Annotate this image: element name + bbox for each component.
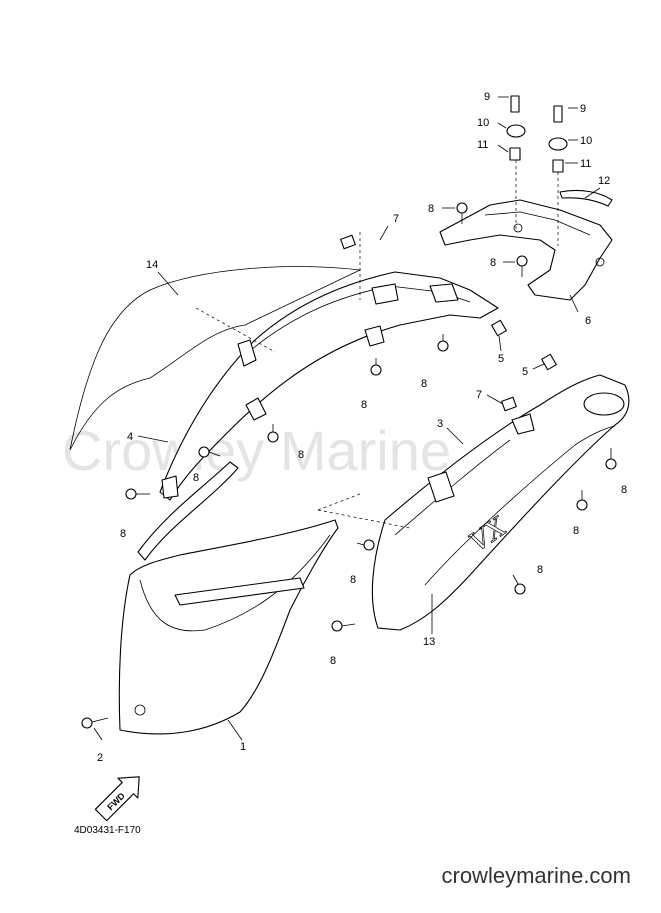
assembly-line [317,493,361,511]
callout-8: 8 [330,655,336,667]
front-cover-flange [137,461,239,561]
rear-bracket-hole [595,257,605,267]
diagram-code: 4D03431-F170 [74,825,141,836]
callout-8: 8 [621,484,627,496]
leader-line [569,294,579,313]
callout-10: 10 [580,135,592,147]
callout-8: 8 [573,525,579,537]
callout-10: 10 [477,117,489,129]
callout-8: 8 [361,399,367,411]
rear-bracket-hole [513,223,523,233]
callout-11: 11 [477,139,488,151]
upper-frame-tab [429,283,459,303]
callout-7: 7 [476,389,482,401]
side-cover-tab [427,471,455,503]
callout-7: 7 [393,213,399,225]
callout-8: 8 [428,203,434,215]
rear-bracket-part [439,199,613,301]
callout-1: 1 [240,741,246,753]
side-cover-graphic [424,425,616,586]
assembly-line [317,509,411,529]
side-cover-tab [511,413,535,435]
callout-8: 8 [490,257,496,269]
strip-part [559,189,613,207]
fwd-arrow-icon: FWD [94,776,140,822]
callout-9: 9 [484,91,490,103]
screw [456,202,468,224]
callout-8: 8 [120,528,126,540]
leader-line [486,394,504,405]
side-cover-bottle-hole [583,392,625,416]
screw [605,448,617,470]
grommet [548,137,568,151]
screw [125,488,150,500]
callout-8: 8 [193,472,199,484]
screw [267,424,279,443]
callout-8: 8 [350,574,356,586]
decal-outline [69,266,362,451]
front-cover-lip [174,577,305,606]
site-url[interactable]: crowleymarine.com [441,863,632,888]
screw [512,574,526,595]
screw [331,620,356,632]
callout-8: 8 [421,378,427,390]
side-cover-part [371,374,630,631]
screw [81,717,109,729]
sleeve [552,159,564,173]
callout-2: 2 [97,752,103,764]
leader-line [532,363,545,370]
leader-line [379,225,389,241]
callout-3: 3 [437,418,443,430]
callout-4: 4 [127,431,133,443]
screw [437,334,449,352]
screw [356,539,375,551]
upper-frame-tab [237,339,257,367]
collar [541,353,557,371]
callout-12: 12 [598,175,610,187]
upper-frame-tab [364,325,385,347]
front-cover-rim [139,534,331,632]
leader-line [446,427,464,445]
upper-frame-part [159,271,499,501]
upper-frame-tab [371,283,399,305]
rear-bracket-inner [484,211,591,236]
upper-frame-tab [161,475,179,499]
screw [516,255,528,277]
callout-13: 13 [423,636,435,648]
callout-11: 11 [580,158,591,170]
screw [370,358,382,376]
leader-line [137,435,169,443]
watermark-text: Crowley Marine [62,419,451,482]
front-cover-part [118,519,339,735]
sleeve [509,147,521,161]
collar [491,319,507,337]
callout-6: 6 [585,315,591,327]
clip-nut [501,396,517,412]
leader-line [227,719,243,741]
leader-line [157,271,179,296]
leader-line [497,122,507,129]
upper-frame-tab [245,397,267,421]
leader-line [498,335,502,352]
bolt [510,95,520,113]
screw [198,446,221,458]
clip-nut [340,234,356,250]
callout-9: 9 [580,103,586,115]
leader-line [93,727,103,741]
callout-8: 8 [298,449,304,461]
bolt [553,105,563,123]
screw [576,490,588,511]
callout-5: 5 [522,366,528,378]
callout-8: 8 [537,564,543,576]
callout-5: 5 [498,353,504,365]
front-cover-hole [134,704,146,716]
leader-line [584,187,601,199]
grommet [506,124,526,138]
callout-14: 14 [146,259,158,271]
leader-line [497,144,509,153]
